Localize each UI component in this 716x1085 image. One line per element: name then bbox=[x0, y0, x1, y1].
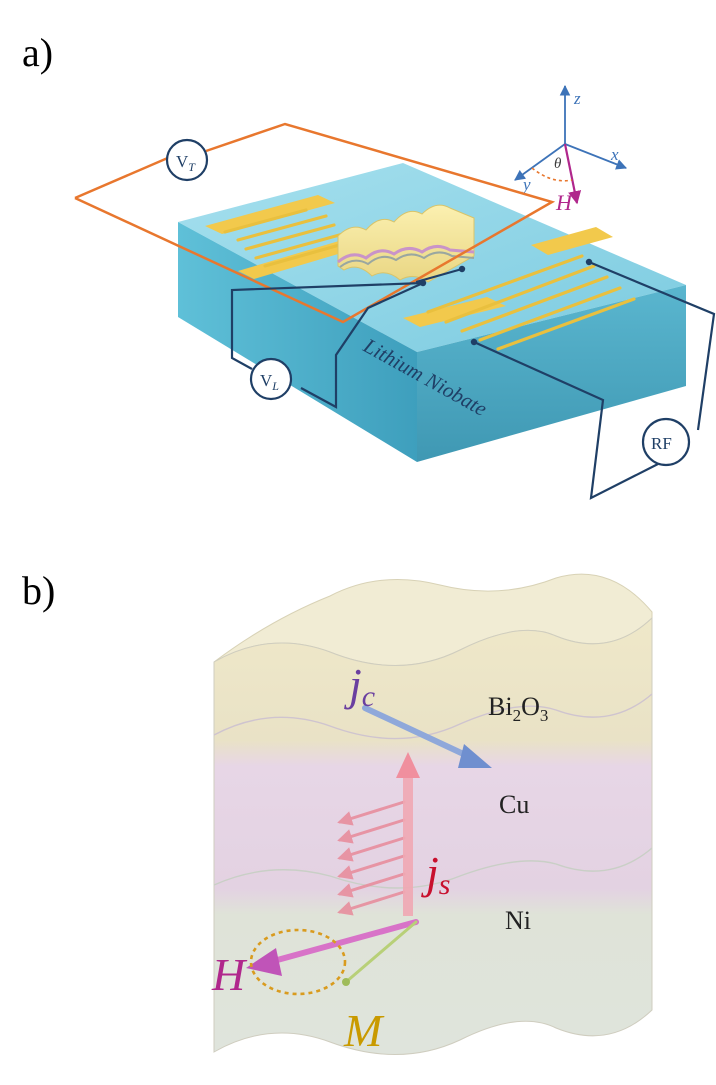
coordinate-axes: z x y θ H bbox=[514, 84, 628, 215]
panel-b-label: b) bbox=[22, 568, 55, 613]
cu-ni-interface bbox=[213, 847, 653, 889]
left-idt-pad-back bbox=[205, 195, 335, 234]
transverse-voltmeter bbox=[165, 138, 209, 182]
precession-orbit bbox=[249, 928, 347, 996]
rf-source-label: RF bbox=[651, 434, 672, 453]
z-axis-label: z bbox=[573, 89, 581, 108]
layer-label-ni: Ni bbox=[505, 906, 531, 935]
x-axis bbox=[564, 143, 628, 170]
angle-arc bbox=[531, 167, 573, 182]
theta-label: θ bbox=[554, 156, 562, 172]
magnetization-arrow bbox=[342, 920, 418, 986]
substrate-front-face bbox=[178, 222, 417, 462]
longitudinal-voltmeter bbox=[249, 357, 293, 401]
film-body bbox=[337, 204, 475, 283]
magnetization-label: M bbox=[343, 1005, 385, 1056]
y-axis-label: y bbox=[521, 175, 531, 194]
transverse-voltage-circuit: VT bbox=[74, 122, 556, 324]
spin-polarization-arrows bbox=[337, 800, 406, 916]
axis-h-label: H bbox=[555, 190, 573, 215]
field-h-label: H bbox=[211, 949, 248, 1000]
y-axis bbox=[514, 143, 566, 181]
x-axis-label: x bbox=[610, 145, 619, 164]
charge-current-arrow bbox=[362, 705, 492, 768]
field-h-arrow-b bbox=[246, 919, 419, 976]
film-ni-layer bbox=[339, 251, 475, 268]
thin-film-sample bbox=[337, 204, 475, 283]
trilayer-block bbox=[213, 573, 653, 1055]
charge-current-label: jc bbox=[344, 659, 375, 713]
rf-circuit: RF bbox=[470, 258, 716, 500]
block-front-face bbox=[213, 616, 653, 1055]
spin-current-label: js bbox=[421, 847, 450, 901]
rf-source bbox=[641, 417, 691, 467]
right-idt-pad-back bbox=[531, 227, 613, 255]
substrate-side-face bbox=[417, 285, 686, 462]
transverse-voltmeter-label: VT bbox=[176, 152, 196, 174]
longitudinal-voltage-circuit: VL bbox=[230, 265, 466, 409]
layer-label-cu: Cu bbox=[499, 790, 529, 819]
spin-current-arrow bbox=[396, 752, 420, 916]
left-interdigital-transducer bbox=[205, 195, 365, 279]
bi2o3-cu-interface bbox=[213, 693, 653, 740]
film-cu-layer bbox=[337, 245, 475, 264]
panel-a-label: a) bbox=[22, 30, 53, 75]
right-interdigital-transducer bbox=[403, 227, 636, 351]
layer-label-bi2o3: Bi2O3 bbox=[488, 692, 548, 725]
field-h-arrow bbox=[563, 143, 582, 205]
lithium-niobate-substrate: Lithium Niobate bbox=[178, 163, 686, 462]
right-idt-pad-front bbox=[403, 297, 506, 327]
longitudinal-voltmeter-label: VL bbox=[260, 371, 279, 393]
